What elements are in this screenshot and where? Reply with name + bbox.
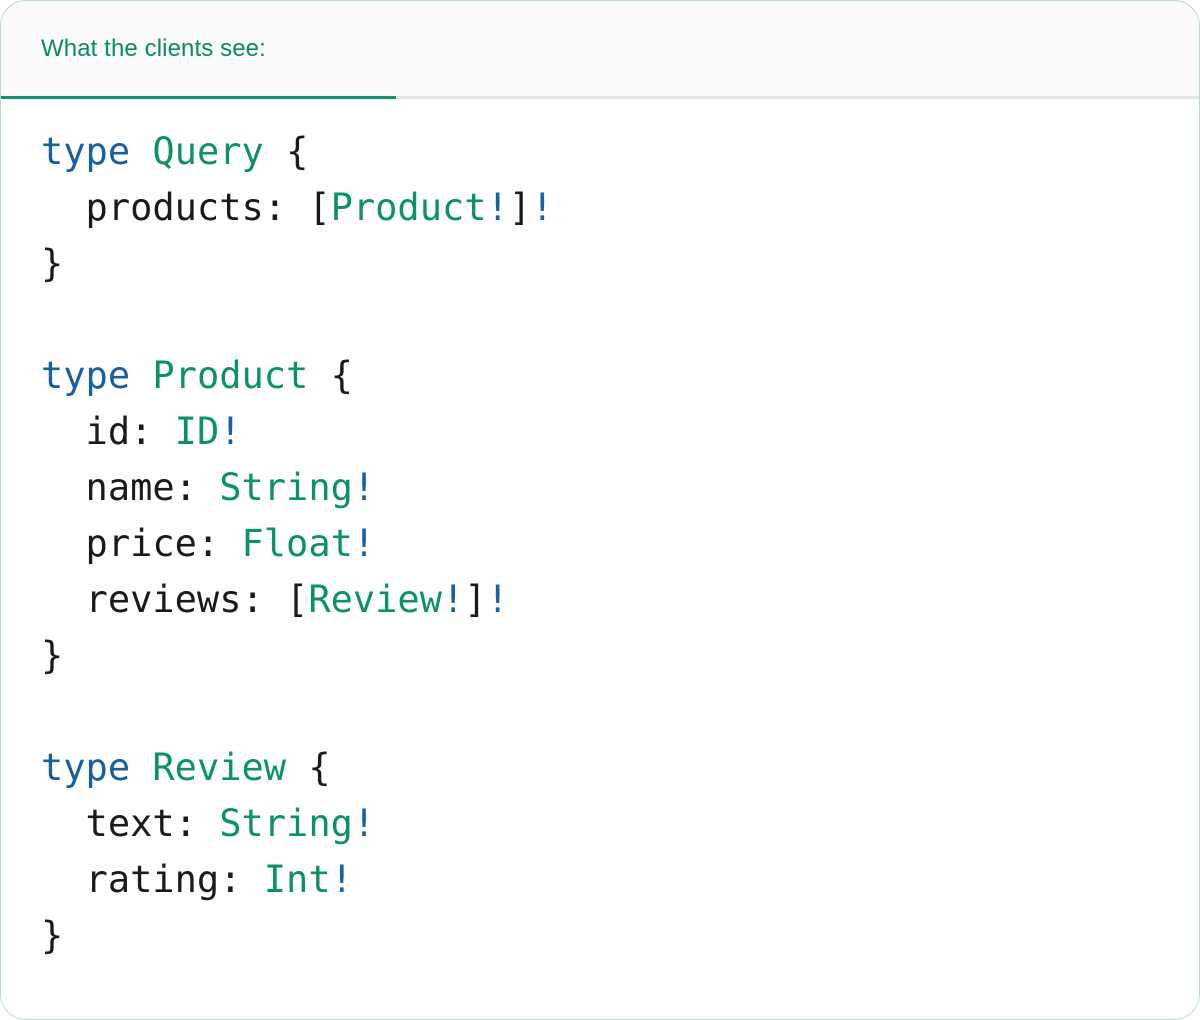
code-token-punct: : — [219, 858, 264, 901]
code-token-bang: ! — [330, 858, 353, 901]
code-token-punct: } — [41, 242, 64, 285]
code-line: type Product { — [41, 348, 1199, 404]
graphql-schema-code[interactable]: type Query { products: [Product!]!} type… — [1, 124, 1199, 964]
code-token-punct: { — [308, 746, 331, 789]
code-token-typename: Review — [152, 746, 287, 789]
code-token-field: text — [41, 802, 175, 845]
code-token-bang: ! — [486, 578, 509, 621]
code-token-punct: } — [41, 634, 64, 677]
code-token-keyword: type — [41, 746, 131, 789]
code-line: name: String! — [41, 460, 1199, 516]
code-token-typename: Product — [330, 186, 487, 229]
code-token-plain — [264, 130, 286, 173]
code-token-typename: String — [219, 466, 353, 509]
code-token-punct: { — [286, 130, 309, 173]
code-line — [41, 684, 1199, 740]
code-token-keyword: type — [41, 130, 131, 173]
code-token-bang: ! — [486, 186, 509, 229]
code-token-punct: : — [130, 410, 175, 453]
code-token-punct: ] — [508, 186, 532, 229]
code-line: text: String! — [41, 796, 1199, 852]
code-token-bang: ! — [531, 186, 554, 229]
code-token-plain — [130, 354, 152, 397]
code-token-bang: ! — [441, 578, 465, 621]
code-token-field: reviews — [41, 578, 242, 621]
code-token-punct: : — [241, 578, 287, 621]
code-token-bang: ! — [219, 410, 242, 453]
code-line: reviews: [Review!]! — [41, 572, 1199, 628]
code-token-typename: Int — [263, 858, 331, 901]
code-token-bang: ! — [352, 802, 376, 845]
code-token-punct: : — [196, 522, 242, 565]
code-line: rating: Int! — [41, 852, 1199, 908]
code-line: price: Float! — [41, 516, 1199, 572]
code-line: type Review { — [41, 740, 1199, 796]
code-line: type Query { — [41, 124, 1199, 180]
code-token-typename: Product — [152, 354, 309, 397]
code-token-typename: Query — [152, 130, 264, 173]
code-pane[interactable]: type Query { products: [Product!]!} type… — [1, 99, 1199, 1018]
code-token-field: products — [41, 186, 264, 229]
code-token-punct: : — [174, 466, 220, 509]
code-token-typename: Review — [308, 578, 442, 621]
code-token-typename: String — [219, 802, 353, 845]
code-token-field: rating — [41, 858, 220, 901]
code-line: } — [41, 236, 1199, 292]
code-token-field: name — [41, 466, 175, 509]
code-token-punct: : — [263, 186, 309, 229]
tab-label: What the clients see: — [41, 34, 266, 62]
code-line — [41, 292, 1199, 348]
code-token-punct: ] — [464, 578, 487, 621]
code-token-typename: ID — [174, 410, 220, 453]
code-line: } — [41, 908, 1199, 964]
card-header: What the clients see: — [1, 1, 1199, 99]
code-token-plain — [308, 354, 330, 397]
code-token-punct: } — [41, 914, 64, 957]
code-token-typename: Float — [241, 522, 353, 565]
code-line: id: ID! — [41, 404, 1199, 460]
code-token-field: price — [41, 522, 197, 565]
code-token-punct: [ — [286, 578, 309, 621]
code-line: } — [41, 628, 1199, 684]
tab-what-the-clients-see[interactable]: What the clients see: — [1, 1, 396, 99]
code-token-bang: ! — [352, 522, 376, 565]
code-token-keyword: type — [41, 354, 131, 397]
code-line: products: [Product!]! — [41, 180, 1199, 236]
tabstrip: What the clients see: — [1, 1, 396, 99]
code-token-plain — [286, 746, 308, 789]
code-token-field: id — [41, 410, 131, 453]
code-token-plain — [130, 130, 152, 173]
code-token-bang: ! — [352, 466, 376, 509]
code-token-punct: : — [174, 802, 220, 845]
code-token-punct: [ — [308, 186, 331, 229]
code-token-punct: { — [330, 354, 353, 397]
code-token-plain — [130, 746, 152, 789]
